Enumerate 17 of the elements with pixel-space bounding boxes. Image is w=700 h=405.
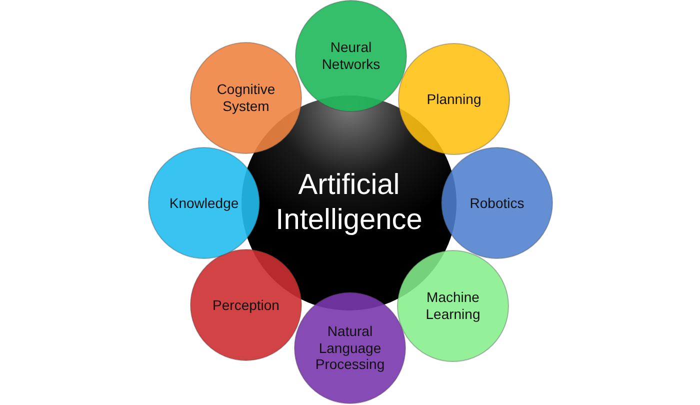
topic-circle	[295, 0, 407, 112]
topic-label: Robotics	[470, 194, 524, 212]
central-label: Artificial Intelligence	[274, 168, 424, 238]
topic-label: Planning	[426, 90, 482, 108]
topic-label: Neural Networks	[320, 39, 382, 73]
topic-label: Cognitive System	[216, 81, 276, 115]
topic-circle	[148, 147, 260, 259]
topic-circle	[190, 42, 302, 154]
topic-label: Perception	[212, 296, 280, 314]
topic-circle	[398, 43, 510, 155]
topic-label: Natural Language Processing	[314, 322, 386, 374]
topic-label: Knowledge	[169, 194, 239, 212]
topic-circle	[190, 249, 302, 361]
topic-label: Machine Learning	[424, 289, 482, 323]
topic-circle	[294, 292, 406, 404]
topic-circle	[441, 147, 553, 259]
topic-circle	[397, 250, 509, 362]
